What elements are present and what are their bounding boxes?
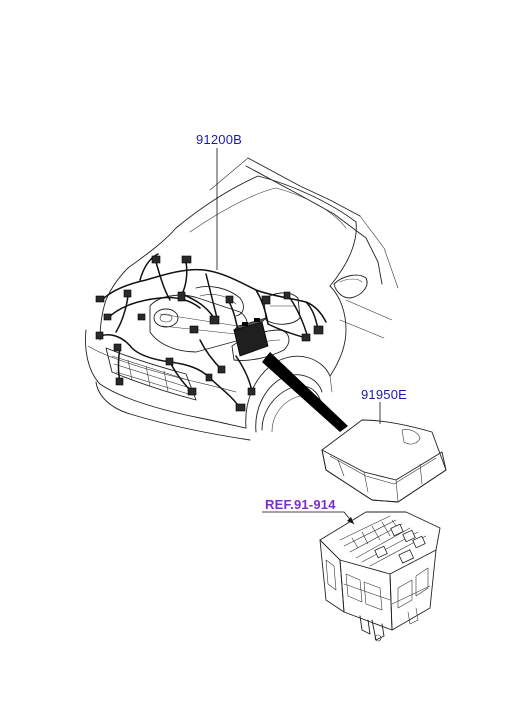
location-indicator-wedge [262, 352, 348, 432]
reference-link[interactable]: REF.91-914 [265, 497, 336, 512]
main-harness-part-number: 91200B [196, 132, 243, 147]
fuse-slots [339, 515, 427, 567]
fuse-relay-box [319, 511, 441, 642]
callout-leaders [216, 148, 381, 525]
relay-box-cover [321, 419, 447, 503]
relay-box-part-number: 91950E [361, 387, 408, 402]
battery [232, 317, 269, 357]
harness-connectors [95, 255, 324, 412]
